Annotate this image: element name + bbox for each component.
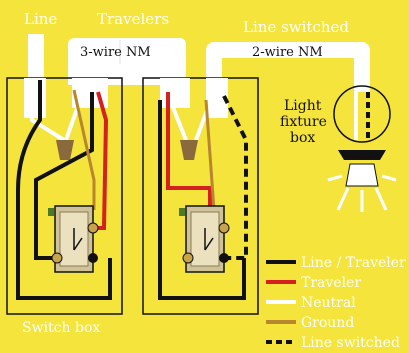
label-light-3: box [290,130,315,146]
label-three-wire: 3-wire NM [80,45,151,60]
switch-box-left [6,77,123,315]
label-light-2: fixture [280,114,327,130]
legend-label-ground: Ground [301,315,354,331]
fixture-canopy [338,150,386,160]
two-wire-cable [206,42,370,92]
light-fixture-box [327,85,397,212]
label-switch-box: Switch box [22,320,100,336]
label-line: Line [24,10,57,28]
label-two-wire: 2-wire NM [252,45,323,60]
legend-label-neutral: Neutral [301,295,356,311]
legend-label-line-traveler: Line / Traveler [301,255,406,271]
label-line-switched: Line switched [243,18,349,36]
wire-nut-left [56,140,74,160]
light-bulb [345,163,379,187]
switch-box-right [142,77,259,315]
label-light-1: Light [284,98,322,114]
legend: Line / Traveler Traveler Neutral Ground … [266,255,406,351]
left-box-wiring [16,78,112,300]
wire-nut-right [180,140,198,160]
legend-label-traveler: Traveler [301,275,361,291]
right-box-wiring [158,78,248,300]
label-travelers: Travelers [97,10,169,28]
legend-label-line-switched: Line switched [301,335,400,351]
